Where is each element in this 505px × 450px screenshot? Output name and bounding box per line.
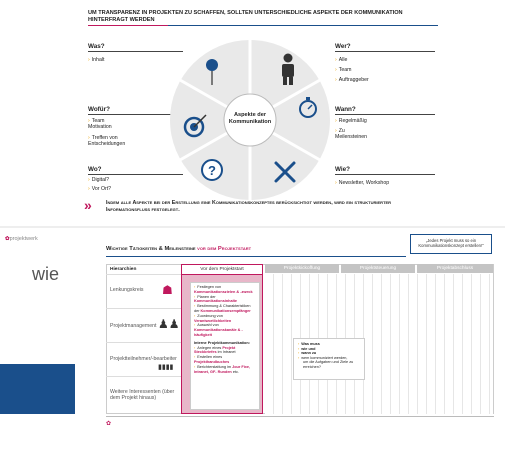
target-icon: [183, 114, 207, 138]
stopwatch-icon: [299, 97, 317, 118]
right-item-0-0: ›Alle: [335, 57, 348, 63]
slide-title: Um Transparenz in Projekten zu schaffen,…: [88, 10, 403, 23]
left-heading-0: Was?: [88, 43, 105, 50]
row-label: Projektteilnehmer/-bearbeiter: [110, 356, 177, 362]
wheel-center-label: Aspekte der Kommunikation: [228, 112, 272, 125]
right-heading-1: Wann?: [335, 106, 356, 113]
callout-box: ›Was muss ›wie und ›wann zu ›wem kommuni…: [293, 338, 365, 380]
partial-text: wie: [32, 264, 60, 284]
question-icon: ?: [201, 159, 223, 181]
title-underline-blue: [168, 25, 438, 26]
right-item-1-1: ›Zu Meilensteinen: [335, 128, 368, 141]
svg-text:?: ?: [208, 163, 216, 178]
left-item-2-0: ›Digital?: [88, 177, 110, 183]
summary-arrow-icon: »: [84, 197, 92, 213]
person-icon: [282, 53, 294, 85]
internal-0: ›Anlegen eines Projekt Steckbriefes im I…: [194, 345, 236, 355]
row-projektteilnehmer: Projektteilnehmer/-bearbeiter ▮▮▮▮: [106, 342, 181, 376]
internal-1: ›Erstellen eines Projekthandbuches: [194, 355, 230, 364]
right-heading-0: Wer?: [335, 43, 351, 50]
quote-box: „Jedes Projekt muss so ein Kommunikation…: [410, 234, 492, 254]
title-underline: [88, 25, 168, 26]
right-heading-2: Wie?: [335, 166, 350, 173]
pin-icon: [206, 59, 218, 85]
footer-line: [106, 416, 494, 417]
phase-3: Projektabschluss: [417, 264, 493, 273]
phase-1: Projektkickoffung: [265, 264, 339, 273]
row-interessenten: Weitere Interessenten (über dem Projekt …: [106, 376, 181, 414]
left-divider-2: [88, 174, 183, 175]
left-divider-0: [88, 51, 183, 52]
logo-mark-icon: ✿: [5, 236, 10, 242]
right-divider-0: [335, 51, 435, 52]
team-icon: ▮▮▮▮: [158, 364, 174, 371]
row-label: Weitere Interessenten (über dem Projekt …: [110, 389, 175, 402]
summary-text: Indem alle Aspekte bei der Erstellung ei…: [106, 200, 392, 214]
row-label: Projektmanagement: [110, 323, 157, 329]
row-projektmanagement: Projektmanagement ♟♟: [106, 308, 181, 342]
callout-line-4: um die Aufgaben und Ziele zu: [303, 360, 354, 365]
left-item-1-0: ›Team Motivation: [88, 118, 112, 131]
internal-2: ›Berichterstattung im Jour Fixe, Intrane…: [194, 364, 251, 374]
right-item-0-1: ›Team: [335, 67, 352, 73]
task-2: ›Bestimmung & Charakteristiken der Kommu…: [194, 304, 251, 313]
callout-line-0: ›Was muss: [298, 342, 320, 346]
internal-heading: Interne Projektkommunikation:: [194, 340, 250, 345]
right-divider-2: [335, 174, 435, 175]
divider-between-slides: [0, 226, 505, 228]
right-item-2-0: ›Newsletter, Workshop: [335, 180, 390, 186]
left-heading-2: Wo?: [88, 166, 102, 173]
task-1: ›Planen der Kommunikationsinhalte: [194, 294, 238, 304]
callout-line-3: ›wem kommuniziert werden,: [298, 355, 348, 360]
callout-line-1: ›wie und: [298, 346, 316, 351]
task-3: ›Zuordnung von Verantwortlichkeiten: [194, 313, 232, 323]
left-item-2-1: ›Vor Ort?: [88, 186, 112, 192]
group-icon: ☗: [162, 283, 173, 297]
right-divider-1: [335, 114, 435, 115]
blue-block: [0, 364, 75, 414]
right-item-1-0: ›Regelmäßig: [335, 118, 367, 124]
right-item-0-2: ›Auftraggeber: [335, 77, 369, 83]
tools-icon: [274, 161, 296, 183]
slide2-title-underline: [106, 256, 406, 257]
communication-wheel: ?: [170, 40, 330, 200]
left-item-0-0: ›Inhalt: [88, 57, 105, 63]
row-label: Lenkungskreis: [110, 287, 144, 293]
slide2-title: Wichtige Tätigkeiten & Meilensteine vor …: [106, 246, 252, 252]
task-box: ›Festlegen von Kommunikationszielen & -z…: [190, 282, 260, 410]
left-item-1-1: ›Treffen von Entscheidungen: [88, 135, 126, 148]
manager-icon: ♟♟: [158, 317, 180, 331]
callout-line-5: erreichen?: [303, 364, 321, 369]
task-0: ›Festlegen von Kommunikationszielen & -z…: [194, 285, 253, 294]
left-divider-1: [88, 114, 183, 115]
callout-line-2: ›wann zu: [298, 351, 317, 356]
task-4: ›Auswahl von Kommunikationskanäle & -häu…: [194, 323, 243, 337]
row-header: Hierarchien: [110, 267, 137, 272]
row-lenkungskreis: Lenkungskreis ☗: [106, 274, 181, 308]
footer-logo-icon: ✿: [106, 421, 112, 427]
left-heading-1: Wofür?: [88, 106, 110, 113]
phase-2: Projektsteuerung: [341, 264, 415, 273]
logo: ✿projektwerk: [5, 236, 38, 242]
